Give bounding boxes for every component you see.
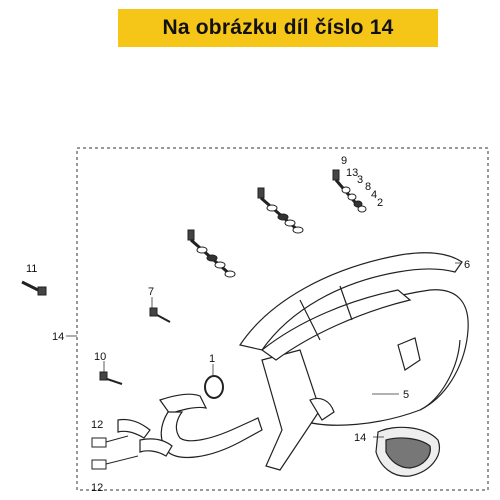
callout-12-lower: 12 (91, 482, 103, 494)
bolt-7 (149, 307, 171, 323)
callout-3: 3 (357, 174, 363, 186)
callout-8: 8 (365, 181, 371, 193)
callout-14-part: 14 (354, 432, 366, 444)
bolt-set-middle (257, 187, 304, 234)
callout-9: 9 (341, 155, 347, 167)
part-number-banner: Na obrázku díl číslo 14 (118, 9, 438, 47)
callout-14-assembly: 14 (52, 331, 64, 343)
bolt-10 (99, 371, 123, 385)
callout-6: 6 (464, 259, 470, 271)
stud-12-upper (91, 435, 129, 448)
heat-shield-cover-14 (375, 426, 440, 477)
leader-lines (66, 262, 462, 438)
callout-12-upper: 12 (91, 419, 103, 431)
callout-5: 5 (403, 389, 409, 401)
callout-7: 7 (148, 286, 154, 298)
callout-10: 10 (94, 351, 106, 363)
stud-12-lower (91, 455, 139, 470)
callout-13: 13 (346, 167, 358, 179)
banner-text: Na obrázku díl číslo 14 (162, 16, 394, 39)
bolt-set-lower-left (187, 229, 236, 278)
heat-shield-6 (239, 252, 463, 361)
callout-4: 4 (371, 189, 377, 201)
assembly-boundary (76, 147, 489, 491)
bolt-11 (21, 280, 47, 296)
callout-1: 1 (209, 353, 215, 365)
exhaust-header-pipe (117, 393, 263, 459)
callout-2: 2 (377, 197, 383, 209)
gasket-1 (204, 375, 224, 399)
callout-11: 11 (26, 263, 37, 275)
bolt-set-upper-right (332, 169, 367, 213)
callout-labels: 9 13 3 8 4 2 11 6 7 14 1 10 5 12 14 12 (26, 155, 470, 494)
